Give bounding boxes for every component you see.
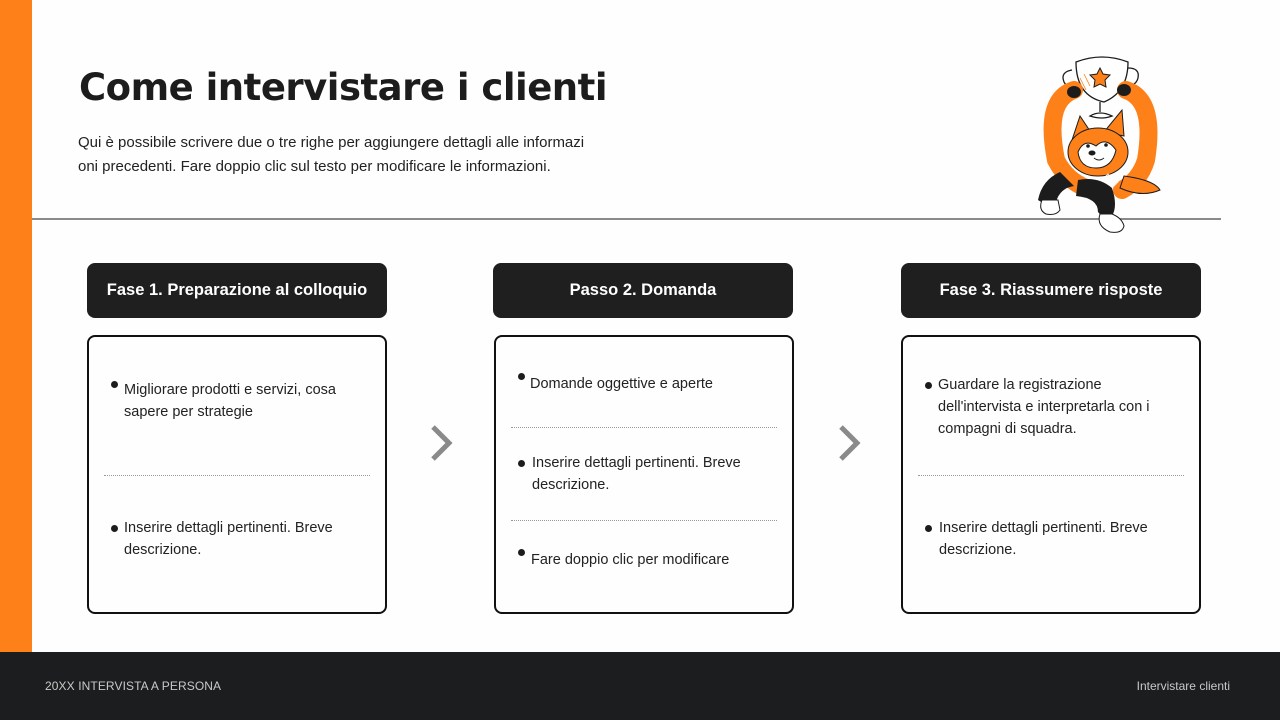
step-1-bullet-1: Migliorare prodotti e servizi, cosa sape… [109, 379, 371, 423]
bullet-dot-icon [518, 549, 525, 556]
step-2-card[interactable]: Domande oggettive e aperte Inserire dett… [494, 335, 794, 614]
dotted-separator [511, 427, 777, 428]
step-1-header-label: Fase 1. Preparazione al colloquio [106, 281, 368, 299]
footer: 20XX INTERVISTA A PERSONA Intervistare c… [0, 652, 1280, 720]
step-2-header-label: Passo 2. Domanda [569, 281, 717, 299]
slide-subtitle[interactable]: Qui è possibile scrivere due o tre righe… [78, 131, 608, 179]
step-3-header-label: Fase 3. Riassumere risposte [939, 281, 1163, 299]
step-2-bullet-1: Domande oggettive e aperte [516, 373, 778, 395]
bullet-dot-icon [925, 382, 932, 389]
subtitle-line-1: Qui è possibile scrivere due o tre righe… [78, 134, 585, 151]
header-divider [32, 218, 1221, 220]
step-2-bullet-3: Fare doppio clic per modificare [516, 549, 778, 571]
step-3-bullet-2: Inserire dettagli pertinenti. Breve desc… [923, 517, 1185, 561]
bullet-dot-icon [111, 525, 118, 532]
step-2-header[interactable]: Passo 2. Domanda [493, 263, 793, 318]
dotted-separator [511, 520, 777, 521]
dotted-separator [918, 475, 1184, 476]
subtitle-line-2: oni precedenti. Fare doppio clic sul tes… [78, 158, 551, 175]
bullet-dot-icon [111, 381, 118, 388]
step-3-header[interactable]: Fase 3. Riassumere risposte [901, 263, 1201, 318]
chevron-right-icon [839, 425, 861, 461]
chevron-right-icon [431, 425, 453, 461]
footer-left-text[interactable]: 20XX INTERVISTA A PERSONA [45, 679, 222, 693]
step-3-bullet-1: Guardare la registrazione dell'intervist… [923, 374, 1185, 440]
bullet-dot-icon [518, 373, 525, 380]
step-2-bullet-2: Inserire dettagli pertinenti. Breve desc… [516, 452, 778, 496]
footer-right-text[interactable]: Intervistare clienti [1136, 679, 1230, 693]
step-3-card[interactable]: Guardare la registrazione dell'intervist… [901, 335, 1201, 614]
step-1-card[interactable]: Migliorare prodotti e servizi, cosa sape… [87, 335, 387, 614]
step-1-header[interactable]: Fase 1. Preparazione al colloquio [87, 263, 387, 318]
fox-mascot-trophy-illustration [1038, 56, 1161, 233]
slide-title[interactable]: Come intervistare i clienti [79, 66, 608, 109]
bullet-dot-icon [925, 525, 932, 532]
dotted-separator [104, 475, 370, 476]
step-1-bullet-2: Inserire dettagli pertinenti. Breve desc… [109, 517, 371, 561]
bullet-dot-icon [518, 460, 525, 467]
accent-strip [0, 0, 32, 652]
